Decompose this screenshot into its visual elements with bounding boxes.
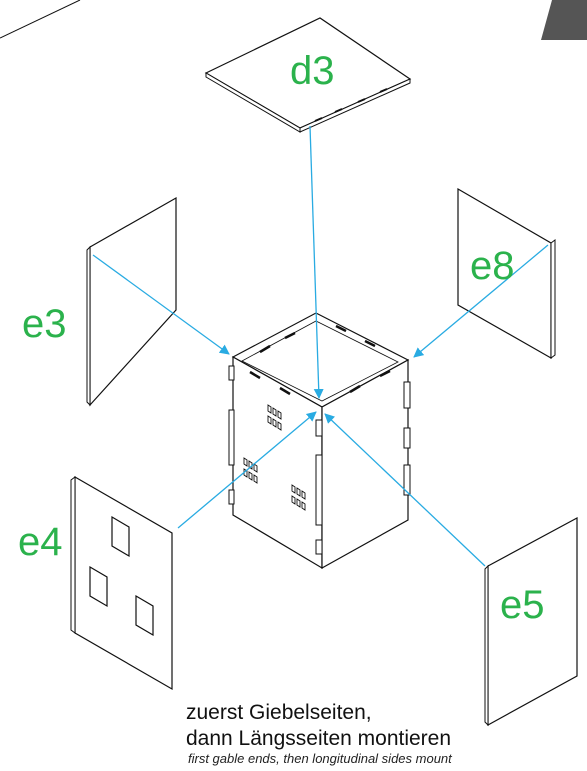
label-d3: d3 — [290, 49, 335, 93]
arrow-e8 — [413, 244, 549, 358]
panel-e4 — [70, 475, 173, 691]
label-e5: e5 — [500, 583, 545, 627]
label-e8: e8 — [470, 244, 515, 288]
panel-e8 — [457, 187, 556, 360]
arrow-d3 — [309, 125, 324, 399]
arrow-e5 — [324, 413, 486, 567]
panel-d3 — [204, 17, 412, 133]
label-e3: e3 — [22, 302, 67, 346]
caption-line-1: zuerst Giebelseiten, — [186, 701, 372, 724]
arrow-e3 — [92, 254, 230, 355]
corner-shape — [541, 0, 587, 40]
caption-line-2: dann Längsseiten montieren — [186, 727, 452, 750]
caption-translation: first gable ends, then longitudinal side… — [188, 751, 452, 766]
panel-e5 — [484, 516, 578, 727]
panel-e3 — [86, 196, 177, 407]
box-assembly — [228, 312, 411, 570]
arrow-e4 — [177, 411, 317, 529]
corner-line — [0, 0, 81, 39]
label-e4: e4 — [18, 520, 63, 564]
assembly-arrows — [92, 125, 549, 567]
